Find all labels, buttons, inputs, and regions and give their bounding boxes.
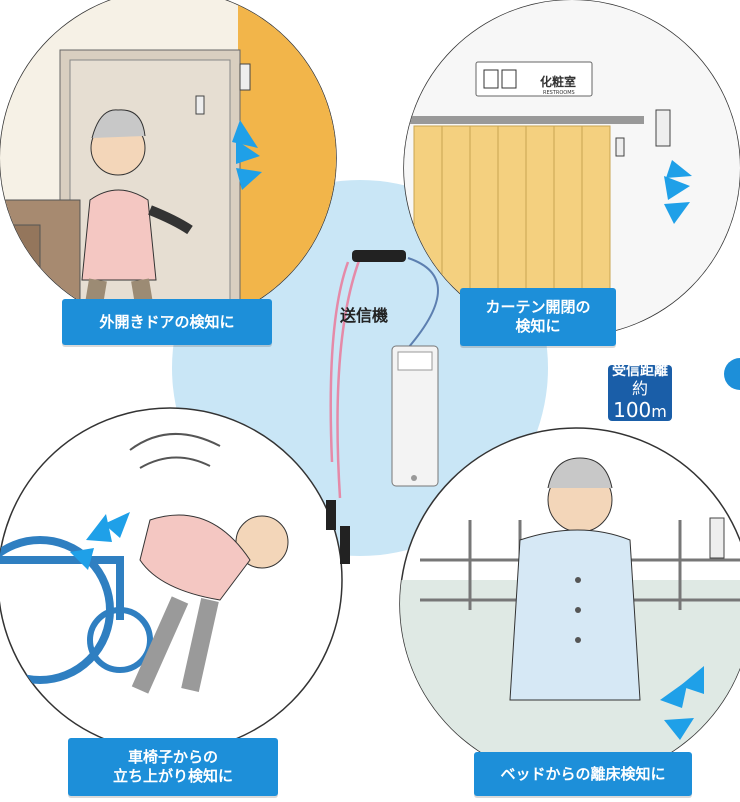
curtain-caption: カーテン開閉の 検知に [460, 288, 616, 346]
wheelchair-caption: 車椅子からの 立ち上がり検知に [68, 738, 278, 796]
door-caption-text: 外開きドアの検知に [99, 312, 235, 331]
range-prefix: 約 [631, 379, 648, 399]
range-title: 受信距離 [612, 362, 668, 379]
range-value-row: 約100m [608, 379, 672, 422]
wheelchair-caption-line1: 車椅子からの [127, 748, 218, 767]
bed-scene [399, 427, 740, 781]
bed-caption-text: ベッドからの離床検知に [500, 764, 666, 783]
wheelchair-scene [0, 407, 343, 753]
sign-subtext: RESTROOMS [543, 90, 575, 96]
transmitter-device [326, 250, 439, 564]
transmitter-label: 送信機 [340, 306, 389, 325]
reception-range-badge: 受信距離 約100m [608, 362, 672, 422]
edge-marker [724, 358, 740, 390]
curtain-caption-line1: カーテン開閉の [485, 298, 591, 317]
range-value: 100 [613, 398, 652, 423]
wheelchair-caption-line2: 立ち上がり検知に [112, 767, 233, 785]
curtain-scene: 化粧室 RESTROOMS [403, 0, 740, 337]
range-unit: m [651, 402, 667, 422]
curtain-caption-line2: 検知に [515, 317, 561, 335]
bed-caption: ベッドからの離床検知に [474, 752, 692, 796]
sign-text: 化粧室 [540, 74, 576, 89]
door-caption: 外開きドアの検知に [62, 299, 272, 345]
